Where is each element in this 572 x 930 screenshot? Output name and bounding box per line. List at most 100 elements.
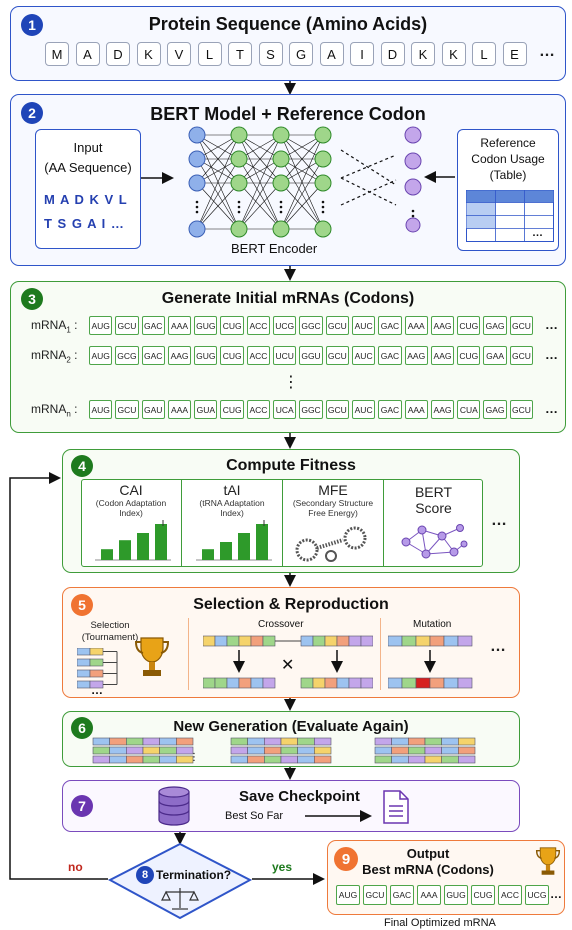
newgen-strand-segment bbox=[264, 737, 282, 746]
step6-badge: 6 bbox=[71, 717, 93, 739]
bert-score-metric: BERT Score bbox=[384, 480, 483, 566]
selection-ellipsis: … bbox=[91, 683, 103, 697]
amino-acid-box: K bbox=[441, 42, 466, 66]
mrna-vdots: ⋮ bbox=[283, 374, 299, 391]
no-label: no bbox=[68, 860, 83, 874]
codon-box: GCU bbox=[509, 400, 534, 419]
step3-badge: 3 bbox=[21, 288, 43, 310]
crossover-parent-segment bbox=[238, 635, 252, 647]
amino-acid-box: K bbox=[136, 42, 161, 66]
ref-line1: Reference bbox=[480, 136, 536, 150]
codon-box: AUC bbox=[351, 346, 376, 365]
codon-box: CUG bbox=[457, 316, 481, 335]
document-icon bbox=[383, 790, 409, 824]
tai-metric: tAI (tRNA Adaptation Index) bbox=[182, 480, 282, 566]
newgen-strand-segment bbox=[297, 737, 315, 746]
network-ellipsis-dot bbox=[321, 205, 325, 209]
tai-bar-chart bbox=[196, 520, 272, 561]
mrna-row-ellipsis: … bbox=[545, 347, 558, 362]
newgen-strand-segment bbox=[374, 755, 392, 764]
mfe-sublabel: (Secondary Structure Free Energy) bbox=[292, 498, 374, 518]
cai-label: CAI bbox=[119, 482, 143, 498]
step1-badge: 1 bbox=[21, 14, 43, 36]
fitness-bar bbox=[101, 549, 113, 560]
crossover-child-segment bbox=[300, 677, 314, 689]
newgen-strand-segment bbox=[176, 737, 194, 746]
codon-box: GCU bbox=[115, 316, 139, 335]
codon-box: AAA bbox=[167, 400, 192, 419]
section-divider bbox=[380, 618, 381, 690]
step9-badge: 9 bbox=[334, 847, 358, 871]
tournament-strand-segment bbox=[77, 648, 91, 656]
step7-subtitle: Best So Far bbox=[225, 810, 284, 822]
step1-title: Protein Sequence (Amino Acids) bbox=[148, 14, 428, 34]
crossover-label: Crossover bbox=[258, 619, 304, 630]
mutation-parent-segment bbox=[415, 635, 431, 647]
mutation-diagram bbox=[388, 635, 473, 689]
amino-acid-box: I bbox=[350, 42, 374, 66]
mrna-row-ellipsis: … bbox=[545, 317, 558, 332]
newgen-vdots: ⋮ bbox=[189, 752, 199, 763]
step7-panel: 7 Save Checkpoint Best So Far bbox=[62, 780, 520, 832]
newgen-strand-segment bbox=[126, 755, 144, 764]
selection-label: Selection bbox=[90, 620, 130, 631]
mrna-row-label: mRNA1 : bbox=[31, 318, 78, 335]
codon-box: AAG bbox=[430, 400, 455, 419]
codon-box: AAG bbox=[430, 316, 455, 335]
selection-sublabel: (Tournament) bbox=[81, 632, 139, 643]
network-node bbox=[188, 220, 206, 238]
newgen-strand-segment bbox=[230, 746, 248, 755]
mutation-label: Mutation bbox=[413, 619, 452, 630]
crossover-child-segment bbox=[214, 677, 228, 689]
codon-box: AAG bbox=[167, 346, 192, 365]
newgen-strand-segment bbox=[297, 746, 315, 755]
cai-sublabel: (Codon Adaptation Index) bbox=[95, 498, 167, 518]
output-codon-box: ACC bbox=[498, 885, 522, 905]
amino-acid-box: M bbox=[45, 42, 69, 66]
step4-title: Compute Fitness bbox=[226, 457, 356, 474]
mutation-child-segment bbox=[388, 677, 403, 689]
newgen-strand-segment bbox=[176, 755, 194, 764]
network-node bbox=[314, 220, 332, 238]
newgen-strand-segment bbox=[391, 737, 409, 746]
fitness-bar bbox=[256, 524, 268, 560]
codon-box: CUG bbox=[220, 400, 244, 419]
crossover-child-segment bbox=[360, 677, 373, 689]
input-label: Input bbox=[73, 140, 103, 155]
section-divider bbox=[188, 618, 189, 690]
amino-acid-box: A bbox=[319, 42, 344, 66]
codon-box: AAA bbox=[404, 316, 428, 335]
crossover-parent-segment bbox=[226, 635, 240, 647]
network-ellipsis-dot bbox=[279, 210, 283, 214]
codon-box: GCU bbox=[115, 400, 139, 419]
newgen-strand-segment bbox=[159, 737, 177, 746]
crossover-child-segment bbox=[312, 677, 326, 689]
codon-box: ACC bbox=[246, 400, 271, 419]
step4-panel: 4 Compute Fitness CAI (Codon Adaptation … bbox=[62, 449, 520, 573]
network-edge bbox=[238, 182, 282, 230]
output-codon-box: UCG bbox=[525, 885, 549, 905]
tournament-strand-segment bbox=[89, 658, 104, 667]
codon-box: GCU bbox=[325, 400, 349, 419]
output-codon-box: GAC bbox=[390, 885, 414, 905]
newgen-strand-segment bbox=[109, 755, 127, 764]
codon-box: GAC bbox=[141, 316, 165, 335]
newgen-strand-segment bbox=[441, 737, 459, 746]
network-node bbox=[272, 220, 290, 238]
codon-box: AAG bbox=[404, 346, 428, 365]
step5-panel: 5 Selection & Reproduction Selection (To… bbox=[62, 587, 520, 698]
step5-title: Selection & Reproduction bbox=[193, 596, 389, 613]
output-trophy-icon bbox=[535, 847, 561, 875]
network-node bbox=[188, 150, 206, 168]
crossover-parent-segment bbox=[360, 635, 373, 647]
amino-acid-box: A bbox=[75, 42, 100, 66]
codon-box: GGC bbox=[299, 316, 323, 335]
codon-box: GGU bbox=[299, 346, 323, 365]
network-node bbox=[404, 126, 422, 144]
newgen-strand-segment bbox=[408, 737, 426, 746]
crossover-diagram: ✕ bbox=[203, 635, 373, 689]
codon-box: ACC bbox=[246, 316, 271, 335]
step7-title: Save Checkpoint bbox=[239, 788, 360, 805]
